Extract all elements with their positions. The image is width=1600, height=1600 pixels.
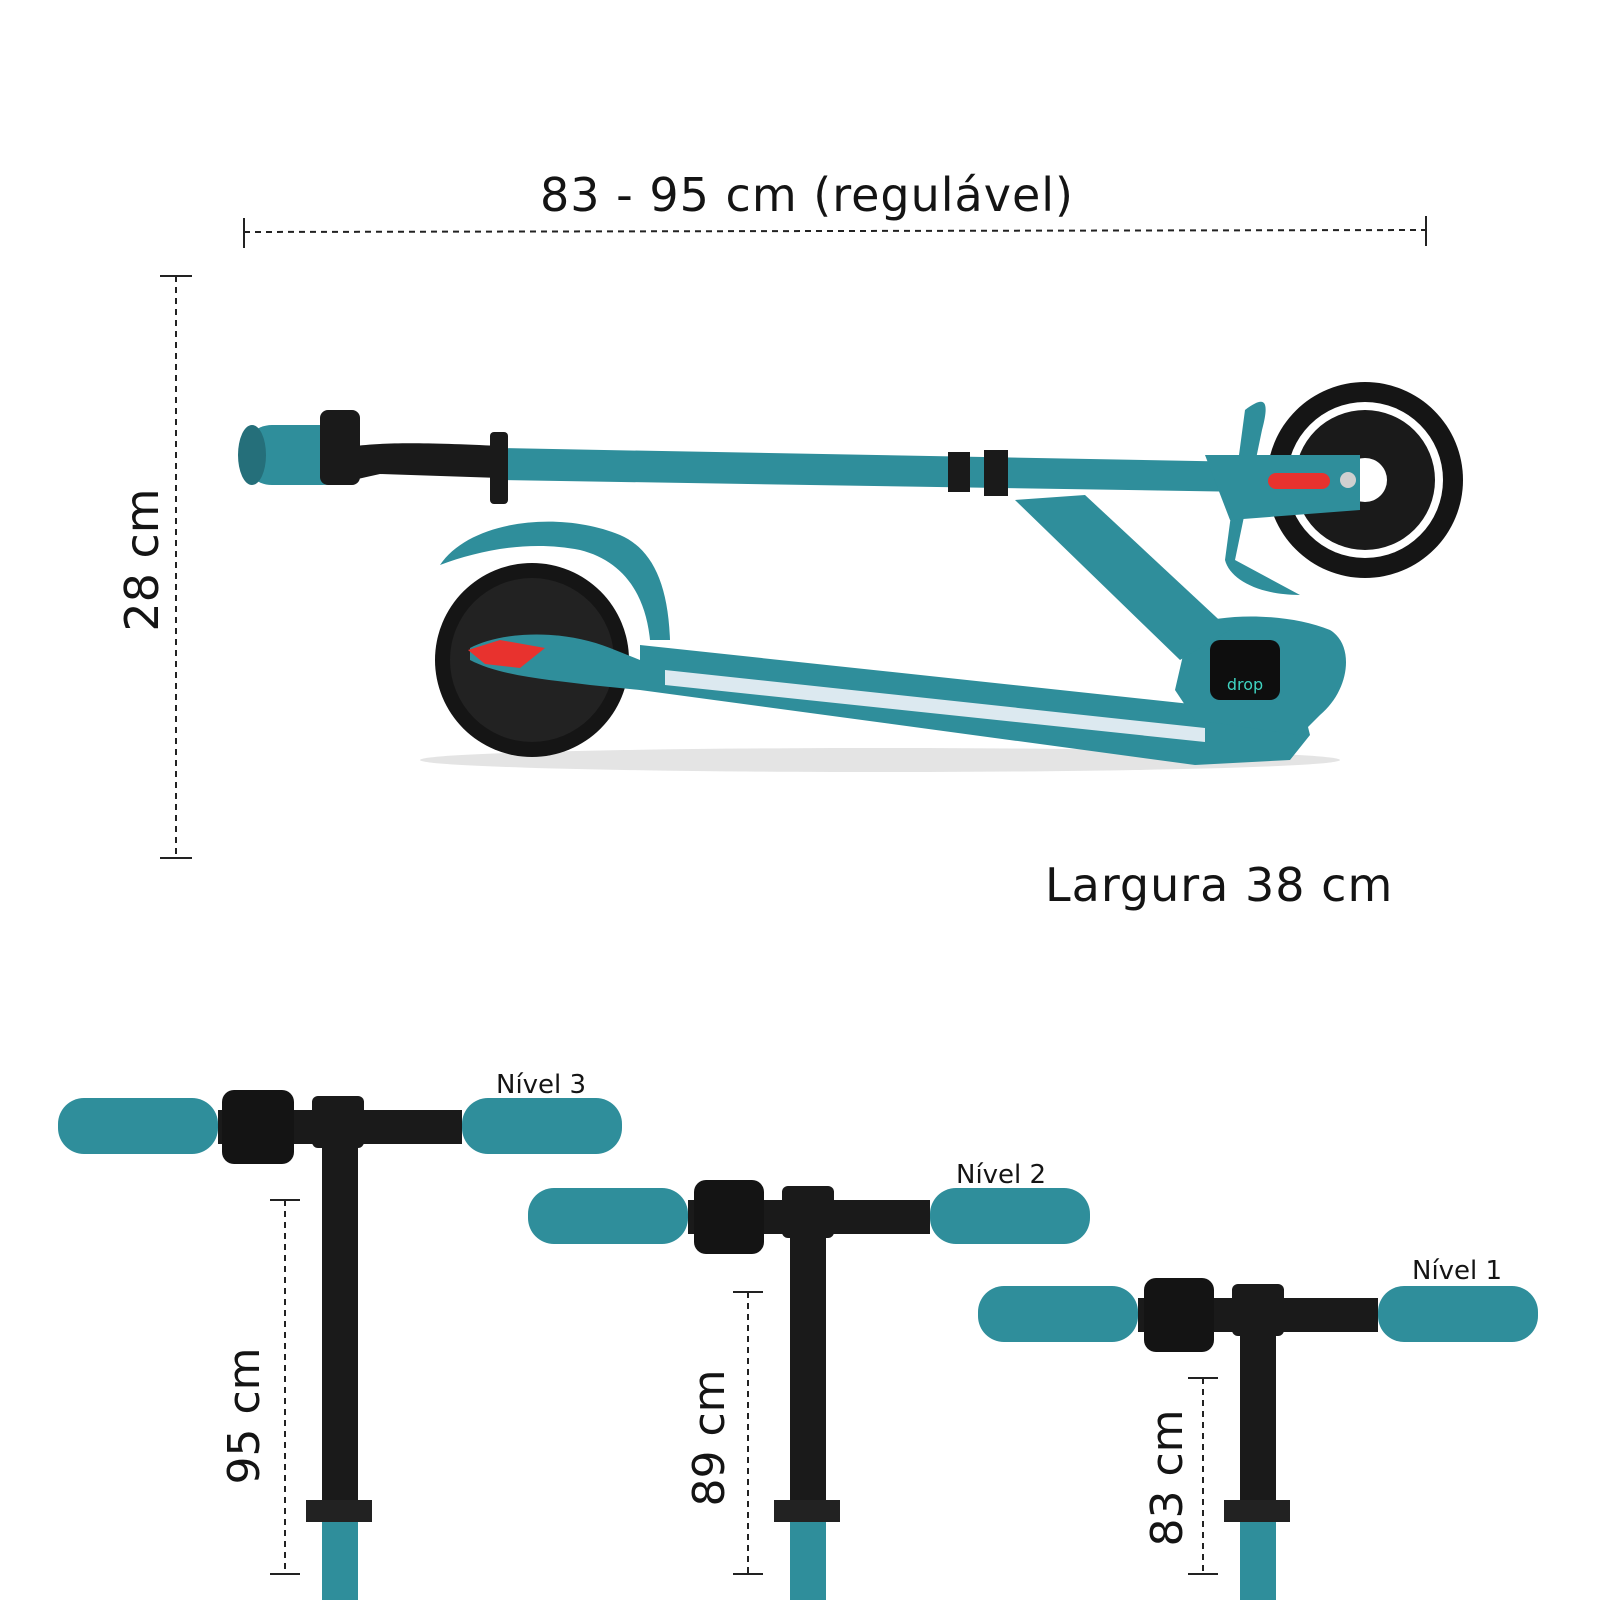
length-dimension-line xyxy=(243,216,1427,248)
brand-badge: drop xyxy=(1227,675,1263,694)
rear-reflector xyxy=(468,640,545,668)
length-dimension-label: 83 - 95 cm (regulável) xyxy=(540,168,1074,222)
level-1-height-label: 83 cm xyxy=(1142,1409,1193,1547)
handlebar-level-1 xyxy=(978,1278,1538,1600)
handlebar-level-2 xyxy=(528,1180,1090,1600)
handlebar-level-3 xyxy=(58,1090,622,1600)
level-2-height-label: 89 cm xyxy=(684,1369,735,1507)
stem xyxy=(498,448,1250,492)
level-2-label: Nível 2 xyxy=(956,1160,1047,1190)
front-reflector xyxy=(1268,473,1330,489)
width-dimension-label: Largura 38 cm xyxy=(1045,858,1394,912)
folded-scooter: drop xyxy=(238,382,1463,772)
level-3-height-label: 95 cm xyxy=(219,1347,270,1485)
level-1-label: Nível 1 xyxy=(1412,1256,1503,1286)
height-dimension-line xyxy=(160,275,192,859)
level-3-label: Nível 3 xyxy=(496,1070,587,1100)
